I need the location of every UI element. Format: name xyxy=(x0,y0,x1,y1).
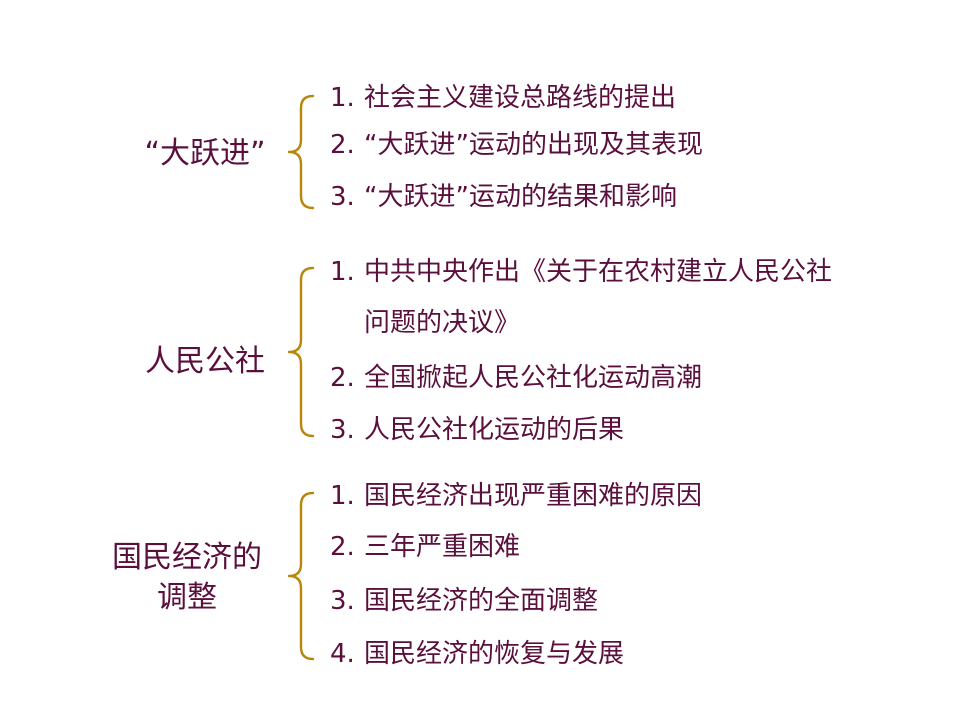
curly-brace-icon xyxy=(287,491,315,661)
group-title-economic-adjustment: 国民经济的 调整 xyxy=(112,540,262,615)
list-item: 2.全国掀起人民公社化运动高潮 xyxy=(330,363,703,393)
curly-brace-icon xyxy=(287,94,315,210)
list-item-continuation: 问题的决议》 xyxy=(364,308,521,338)
group-title-great-leap: “大跃进” xyxy=(144,136,266,171)
list-item: 2.三年严重困难 xyxy=(330,532,521,562)
list-item: 1.国民经济出现严重困难的原因 xyxy=(330,481,703,511)
group-title-peoples-commune: 人民公社 xyxy=(145,344,265,379)
list-item: 3.“大跃进”运动的结果和影响 xyxy=(330,182,677,212)
list-item: 4.国民经济的恢复与发展 xyxy=(330,639,625,669)
list-item: 1.社会主义建设总路线的提出 xyxy=(330,83,677,113)
list-item: 1.中共中央作出《关于在农村建立人民公社 xyxy=(330,257,833,287)
curly-brace-icon xyxy=(287,266,315,438)
list-item: 2.“大跃进”运动的出现及其表现 xyxy=(330,130,703,160)
list-item: 3.国民经济的全面调整 xyxy=(330,586,599,616)
list-item: 3.人民公社化运动的后果 xyxy=(330,415,625,445)
